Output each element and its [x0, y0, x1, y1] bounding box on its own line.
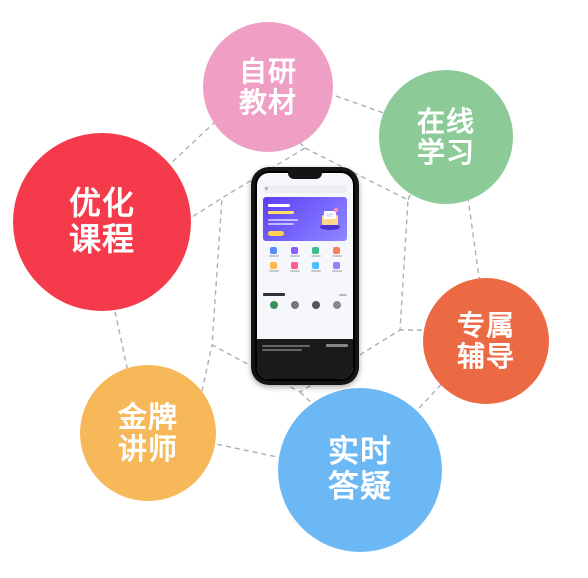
grid-text-line [268, 255, 279, 257]
grid-item [284, 247, 305, 257]
avatar [311, 301, 320, 309]
app-bottom-panel [257, 339, 353, 379]
grid-text-line [331, 270, 342, 272]
grid-item [305, 262, 326, 272]
grid-item [263, 262, 284, 272]
bottom-text-line [262, 349, 302, 351]
grid-text-line [289, 270, 300, 272]
bottom-text-line [262, 345, 310, 347]
section-heading-bar [263, 293, 285, 296]
feature-label: 在线 学习 [416, 104, 475, 169]
teacher-avatar-row [263, 301, 347, 309]
grid-item [326, 262, 347, 272]
grid-text-line [310, 255, 321, 257]
avatar [290, 301, 299, 309]
app-search-bar [263, 185, 347, 193]
avatar [332, 301, 341, 309]
app-icon [333, 262, 340, 269]
feature-bubble-real-time-answers: 实时 答疑 [278, 388, 442, 552]
feature-bubble-optimized-courses: 优化 课程 [13, 133, 191, 311]
app-icon [312, 247, 319, 254]
grid-item [326, 247, 347, 257]
avatar [269, 301, 278, 309]
feature-label: 专属 辅导 [456, 308, 515, 373]
grid-item [263, 247, 284, 257]
phone-bezel [255, 171, 355, 381]
banner-headline-line [268, 211, 294, 214]
connector-inner [211, 147, 409, 393]
app-icon [333, 247, 340, 254]
section-more-line [339, 294, 347, 296]
banner-headline-line [268, 204, 290, 207]
grid-text-line [289, 255, 300, 257]
feature-bubble-online-learning: 在线 学习 [379, 70, 513, 204]
feature-bubble-self-developed-materials: 自研 教材 [203, 22, 333, 152]
grid-text-line [268, 270, 279, 272]
search-icon [265, 187, 268, 190]
grid-text-line [310, 270, 321, 272]
app-icon [270, 262, 277, 269]
app-icon [291, 247, 298, 254]
banner-text-line [268, 219, 298, 221]
grid-item [284, 262, 305, 272]
app-icon [291, 262, 298, 269]
phone-screen [257, 173, 353, 379]
feature-label: 实时 答疑 [328, 434, 392, 505]
banner-text-line [268, 223, 294, 225]
app-icon [312, 262, 319, 269]
app-icon [270, 247, 277, 254]
app-icon-grid [263, 247, 347, 272]
phone-mockup [251, 167, 359, 385]
feature-bubble-dedicated-tutoring: 专属 辅导 [423, 278, 549, 404]
phone-notch [288, 171, 322, 179]
feature-label: 金牌 讲师 [117, 399, 178, 466]
feature-label: 优化 课程 [68, 184, 135, 258]
feature-bubble-gold-medal-teachers: 金牌 讲师 [80, 365, 216, 501]
book-illustration-icon [320, 207, 340, 230]
grid-text-line [331, 255, 342, 257]
feature-label: 自研 教材 [238, 54, 297, 119]
bottom-tag-shape [326, 344, 348, 347]
app-banner [263, 197, 347, 241]
banner-cta-shape [268, 231, 284, 236]
grid-item [305, 247, 326, 257]
